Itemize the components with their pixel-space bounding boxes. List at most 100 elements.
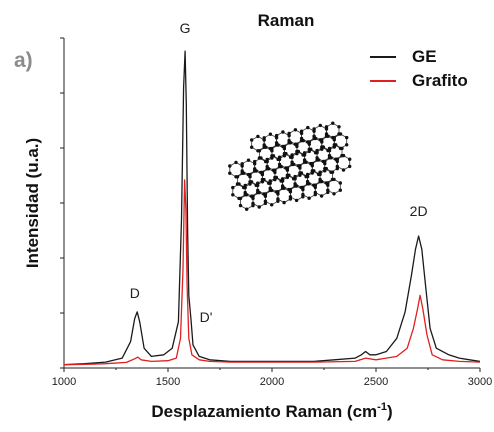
lattice-atom (257, 149, 262, 153)
lattice-atom (318, 123, 322, 128)
lattice-atom (338, 188, 342, 192)
lattice-atom (326, 181, 330, 185)
lattice-atom (262, 177, 266, 182)
lattice-atom (282, 200, 286, 205)
lattice-atom (340, 146, 344, 151)
lattice-atom (312, 127, 316, 131)
peak-labels: GDD'2D (130, 20, 428, 325)
lattice-atom (294, 198, 299, 203)
peak-label-1: D (130, 285, 140, 301)
lattice-atom (306, 125, 310, 130)
x-axis-label-close: ) (387, 402, 393, 421)
lattice-atom (318, 170, 322, 174)
lattice-atom (319, 179, 324, 184)
lattice-atom (293, 128, 298, 132)
lattice-atom (313, 183, 317, 187)
lattice-atom (274, 175, 279, 180)
lattice-atom (265, 157, 269, 162)
lattice-atom (330, 170, 335, 174)
lattice-atom (276, 143, 280, 147)
lattice-atom (267, 167, 271, 171)
lattice-atom (332, 177, 336, 182)
lattice-atom (246, 158, 251, 162)
lattice-atom (277, 155, 282, 159)
lattice-atom (268, 132, 273, 136)
lattice-atom (242, 171, 246, 175)
x-tick-label-3: 2500 (364, 376, 388, 388)
lattice-atom (294, 184, 299, 188)
lattice-atom (312, 169, 316, 173)
lattice-atom (282, 186, 286, 190)
lattice-atom (324, 125, 329, 129)
lattice-atom (305, 172, 310, 177)
lattice-atom (260, 170, 265, 175)
lattice-atom (332, 192, 336, 196)
lattice-atom (280, 177, 285, 181)
lattice-atom (338, 132, 343, 136)
lattice-atom (301, 192, 305, 197)
lattice-atom (256, 134, 260, 139)
lattice-atom (319, 194, 324, 198)
lattice-atom (257, 205, 261, 209)
lattice-atom (237, 182, 241, 186)
y-ticks (60, 37, 64, 369)
lattice-atom (268, 179, 272, 183)
lattice-atom (326, 188, 330, 192)
chart-title: Raman (258, 11, 315, 30)
lattice-atom (298, 164, 302, 168)
x-axis-label: Desplazamiento Raman (cm-1) (151, 401, 392, 421)
lattice-atom (284, 151, 288, 156)
lattice-atom (313, 136, 318, 141)
lattice-atom (234, 160, 238, 165)
lattice-atom (321, 145, 325, 149)
lattice-atom (304, 160, 308, 164)
lattice-atom (288, 187, 293, 192)
lattice-atom (245, 193, 249, 197)
lattice-atom (264, 145, 268, 149)
lattice-atom (299, 129, 304, 133)
lattice-atom (238, 203, 243, 208)
x-tick-label-4: 3000 (468, 376, 492, 388)
lattice-atom (285, 166, 290, 170)
lattice-atom (313, 190, 317, 195)
lattice-atom (307, 140, 311, 144)
lattice-atom (345, 143, 349, 147)
series-line-ge (63, 50, 481, 366)
lattice-atom (310, 161, 314, 166)
graphene-lattice-icon (228, 121, 352, 211)
x-axis-label-superscript: -1 (377, 401, 387, 413)
lattice-atom (256, 181, 260, 185)
lattice-atom (270, 188, 274, 193)
lattice-atom (293, 174, 297, 179)
lattice-atom (302, 151, 307, 155)
lattice-atom (274, 133, 279, 138)
lattice-atom (324, 166, 328, 171)
lattice-atom (250, 138, 254, 142)
x-tick-label-1: 1500 (156, 376, 180, 388)
lattice-atom (262, 136, 266, 140)
lattice-atom (251, 201, 255, 206)
peak-label-0: G (180, 20, 191, 36)
lattice-atom (273, 168, 277, 172)
lattice-atom (341, 153, 346, 158)
lattice-atom (307, 196, 311, 200)
lattice-atom (251, 194, 255, 198)
lattice-atom (228, 164, 232, 168)
lattice-atom (331, 121, 335, 125)
y-axis-label: Intensidad (u.a.) (23, 138, 42, 268)
lattice-atom (309, 147, 313, 151)
lattice-atom (263, 199, 268, 203)
lattice-atom (345, 135, 349, 140)
lattice-atom (335, 157, 339, 161)
lattice-atom (276, 197, 280, 201)
lattice-atom (326, 134, 330, 138)
lattice-atom (296, 149, 301, 154)
x-tick-label-0: 1000 (52, 376, 76, 388)
x-axis-label-main: Desplazamiento Raman (cm (151, 402, 377, 421)
lattice-atom (281, 130, 285, 134)
lattice-atom (270, 203, 274, 207)
lattice-atom (290, 153, 294, 157)
